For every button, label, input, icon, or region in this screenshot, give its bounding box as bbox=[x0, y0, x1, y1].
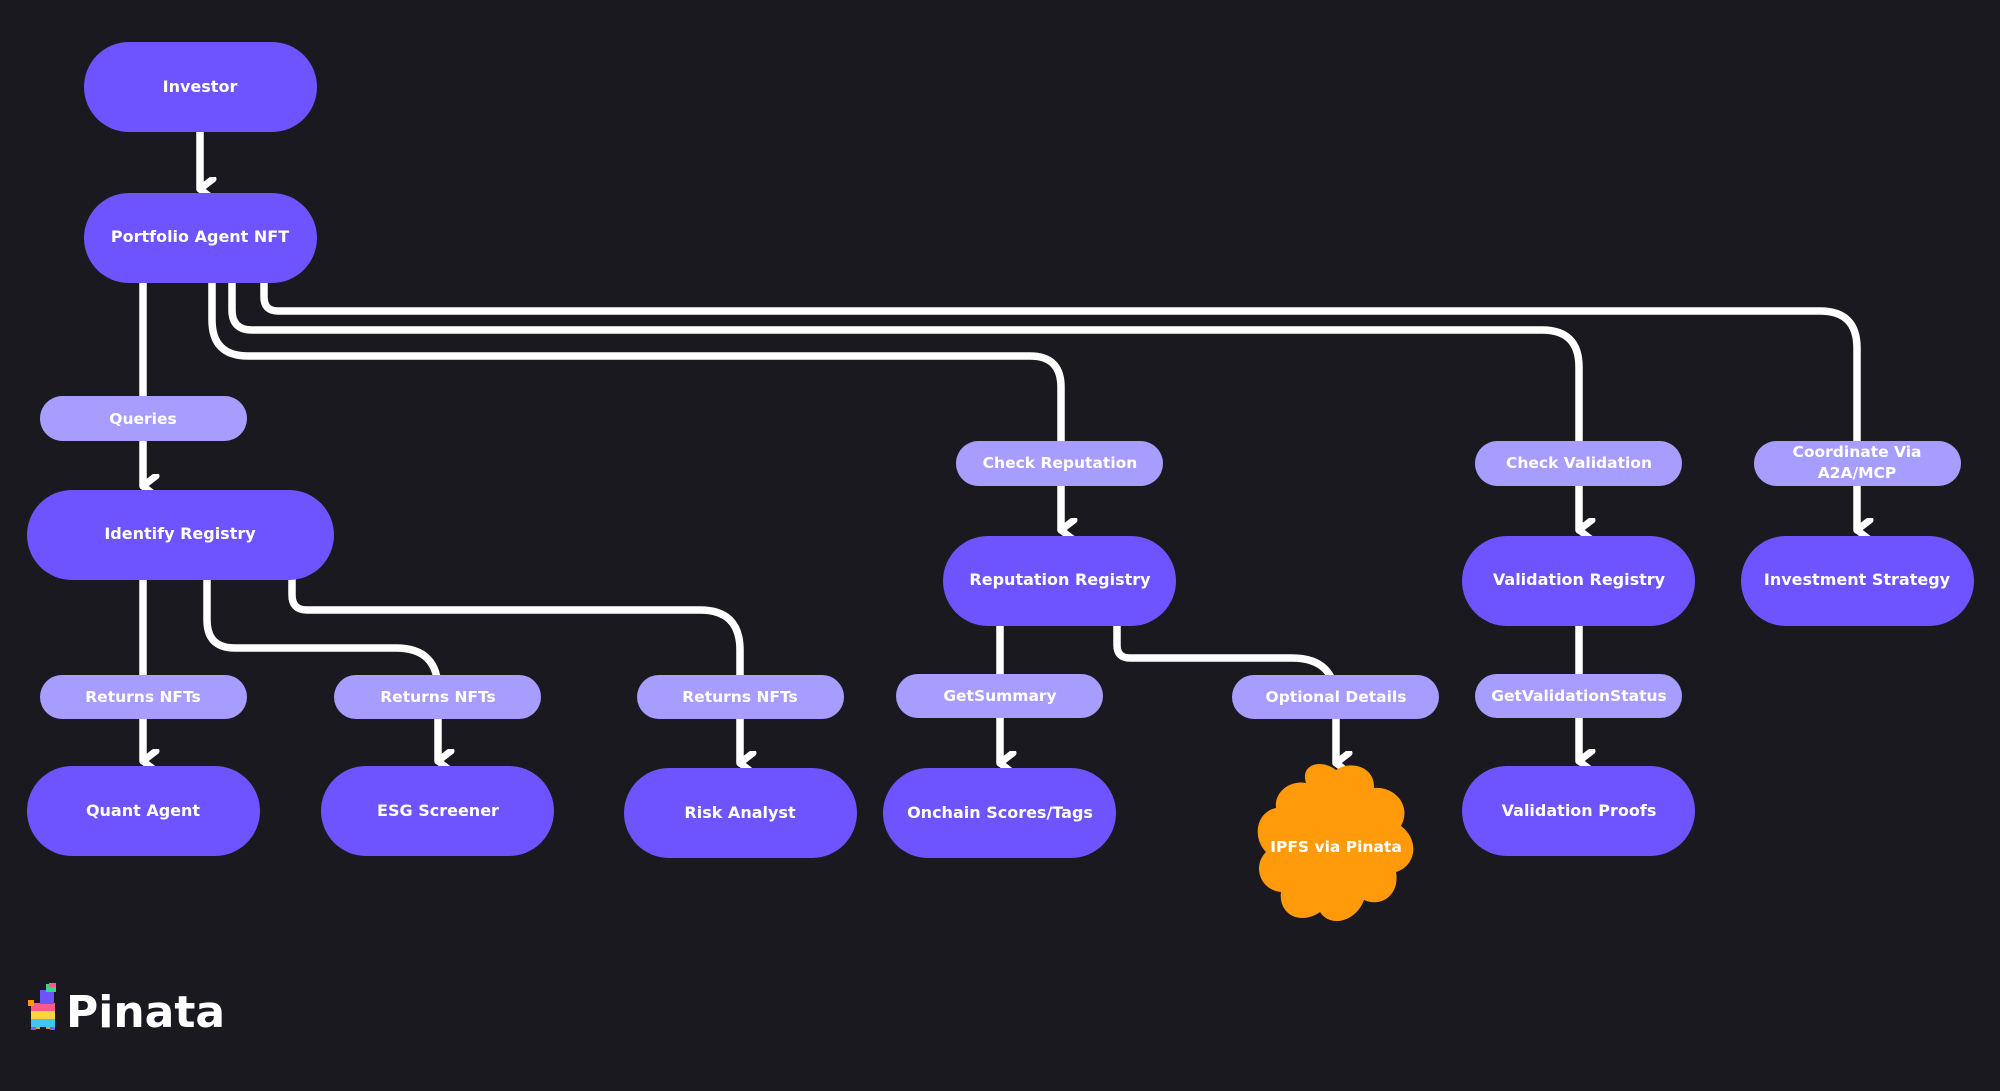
node-portfolio-agent-nft-label: Portfolio Agent NFT bbox=[111, 227, 289, 246]
edge-label-check-reputation-text: Check Reputation bbox=[983, 454, 1138, 472]
node-portfolio-agent-nft[interactable]: Portfolio Agent NFT bbox=[84, 193, 317, 283]
edge-label-optional-details-text: Optional Details bbox=[1266, 688, 1407, 706]
edge-label-get-summary: GetSummary bbox=[896, 674, 1103, 718]
edge-label-get-summary-text: GetSummary bbox=[943, 687, 1056, 705]
pinata-brand-name: Pinata bbox=[66, 987, 225, 1038]
node-investor[interactable]: Investor bbox=[84, 42, 317, 132]
connector-identify-esg bbox=[203, 575, 438, 761]
node-risk-analyst-label: Risk Analyst bbox=[684, 803, 796, 822]
node-esg-screener-label: ESG Screener bbox=[377, 801, 499, 820]
edge-label-check-reputation: Check Reputation bbox=[956, 441, 1163, 486]
node-validation-proofs-label: Validation Proofs bbox=[1502, 801, 1657, 820]
node-onchain-scores-tags-label: Onchain Scores/Tags bbox=[907, 803, 1093, 822]
edge-label-queries: Queries bbox=[40, 396, 247, 441]
node-investor-label: Investor bbox=[163, 77, 238, 96]
edge-label-get-validation-status: GetValidationStatus bbox=[1475, 674, 1682, 718]
edge-label-returns-nfts-3: Returns NFTs bbox=[637, 675, 844, 719]
edge-label-get-validation-status-text: GetValidationStatus bbox=[1491, 687, 1667, 705]
node-quant-agent[interactable]: Quant Agent bbox=[27, 766, 260, 856]
edge-label-coordinate-line2: A2A/MCP bbox=[1818, 464, 1897, 482]
pinata-llama-icon bbox=[28, 983, 56, 1030]
connector-portfolio-strategy bbox=[260, 278, 1857, 530]
node-validation-registry[interactable]: Validation Registry bbox=[1462, 536, 1695, 626]
edge-label-check-validation-text: Check Validation bbox=[1506, 454, 1652, 472]
edge-label-coordinate-via: Coordinate Via A2A/MCP bbox=[1754, 441, 1961, 486]
edge-label-queries-text: Queries bbox=[109, 410, 176, 428]
node-validation-registry-label: Validation Registry bbox=[1493, 570, 1666, 589]
node-investment-strategy-label: Investment Strategy bbox=[1764, 570, 1951, 589]
node-onchain-scores-tags[interactable]: Onchain Scores/Tags bbox=[883, 768, 1116, 858]
connector-identify-risk bbox=[288, 575, 740, 763]
edge-label-returns-nfts-1-text: Returns NFTs bbox=[85, 688, 201, 706]
edge-label-check-validation: Check Validation bbox=[1475, 441, 1682, 486]
node-ipfs-via-pinata[interactable]: IPFS via Pinata bbox=[1257, 764, 1414, 922]
node-reputation-registry-label: Reputation Registry bbox=[969, 570, 1151, 589]
node-reputation-registry[interactable]: Reputation Registry bbox=[943, 536, 1176, 626]
edge-label-returns-nfts-3-text: Returns NFTs bbox=[682, 688, 798, 706]
node-identify-registry[interactable]: Identify Registry bbox=[27, 490, 334, 580]
node-ipfs-via-pinata-label: IPFS via Pinata bbox=[1270, 838, 1402, 856]
node-validation-proofs[interactable]: Validation Proofs bbox=[1462, 766, 1695, 856]
pinata-logo: Pinata bbox=[28, 983, 225, 1038]
edge-label-returns-nfts-1: Returns NFTs bbox=[40, 675, 247, 719]
node-identify-registry-label: Identify Registry bbox=[104, 524, 256, 543]
edge-label-coordinate-line1: Coordinate Via bbox=[1792, 443, 1921, 461]
edge-label-returns-nfts-2-text: Returns NFTs bbox=[380, 688, 496, 706]
node-esg-screener[interactable]: ESG Screener bbox=[321, 766, 554, 856]
node-risk-analyst[interactable]: Risk Analyst bbox=[624, 768, 857, 858]
connector-portfolio-reputation bbox=[208, 278, 1061, 530]
node-quant-agent-label: Quant Agent bbox=[86, 801, 200, 820]
node-investment-strategy[interactable]: Investment Strategy bbox=[1741, 536, 1974, 626]
edge-label-returns-nfts-2: Returns NFTs bbox=[334, 675, 541, 719]
edge-label-optional-details: Optional Details bbox=[1232, 675, 1439, 719]
connector-portfolio-validation bbox=[228, 278, 1579, 530]
